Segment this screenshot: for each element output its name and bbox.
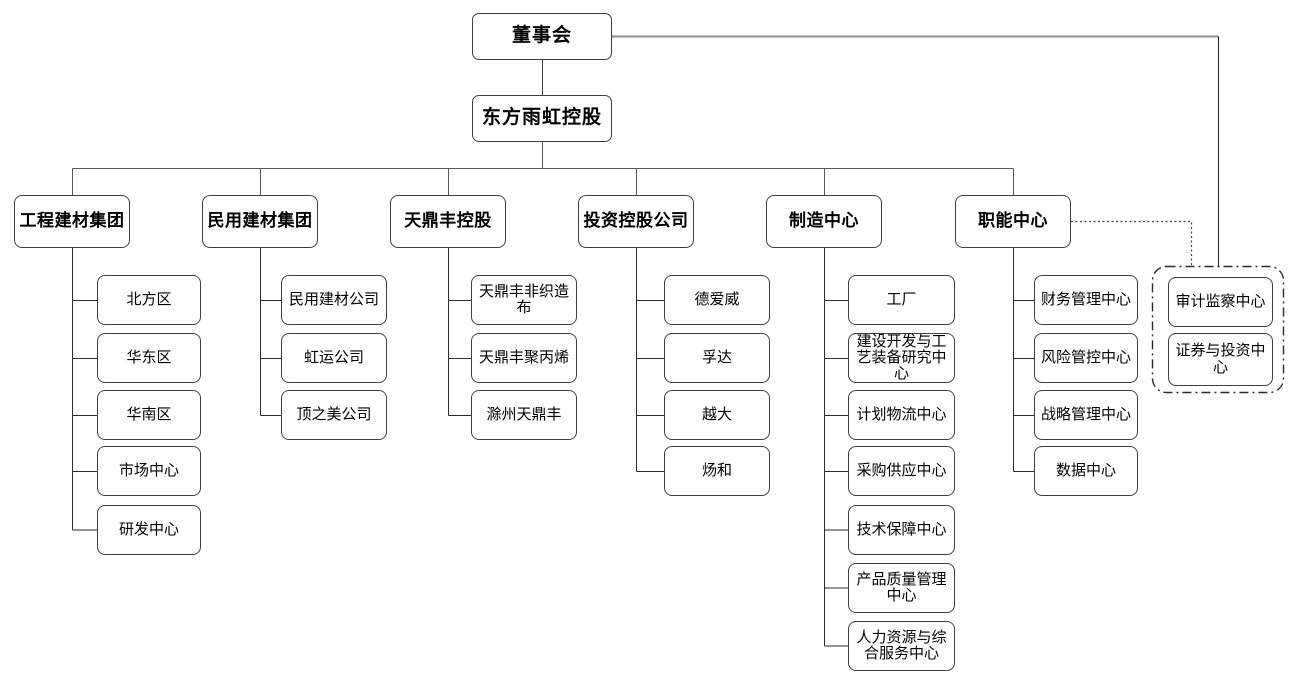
node-division-6-child-2: 风险管控中心 — [1034, 333, 1138, 383]
connector-functional-group-dotted — [1071, 220, 1193, 266]
connector-division-5-children — [824, 248, 848, 647]
node-division-1-child-1: 北方区 — [97, 275, 201, 325]
connector-division-3-children — [448, 248, 471, 416]
node-division-4-child-3: 越大 — [664, 390, 770, 440]
node-division-2-child-3: 顶之美公司 — [281, 390, 387, 440]
node-division-5: 制造中心 — [766, 195, 882, 248]
node-division-4: 投资控股公司 — [578, 195, 694, 248]
node-division-1-child-3: 华南区 — [97, 390, 201, 440]
node-division-6-child-3: 战略管理中心 — [1034, 390, 1138, 440]
node-division-2-child-1: 民用建材公司 — [281, 275, 387, 325]
node-division-6-child-4: 数据中心 — [1034, 446, 1138, 496]
node-division-5-child-4: 采购供应中心 — [848, 446, 955, 496]
node-division-5-child-6: 产品质量管理中心 — [848, 563, 955, 613]
node-division-6-child-1: 财务管理中心 — [1034, 275, 1138, 325]
node-division-4-child-2: 孚达 — [664, 333, 770, 383]
node-division-2-child-2: 虹运公司 — [281, 333, 387, 383]
connector-division-4-children — [636, 248, 664, 472]
connector-division-2-children — [260, 248, 281, 416]
node-division-4-child-1: 德爱威 — [664, 275, 770, 325]
node-division-4-child-4: 炀和 — [664, 446, 770, 496]
node-division-2: 民用建材集团 — [202, 195, 318, 248]
node-division-5-child-3: 计划物流中心 — [848, 390, 955, 440]
node-division-1-child-4: 市场中心 — [97, 446, 201, 496]
node-division-3-child-2: 天鼎丰聚丙烯 — [471, 333, 577, 383]
connector-holding-divisions — [72, 142, 1014, 195]
node-division-6: 职能中心 — [955, 195, 1071, 248]
node-division-1: 工程建材集团 — [14, 195, 130, 248]
node-division-5-child-2: 建设开发与工艺装备研究中心 — [848, 333, 955, 383]
connector-division-6-children — [1013, 248, 1034, 472]
node-division-5-child-5: 技术保障中心 — [848, 505, 955, 555]
node-division-1-child-5: 研发中心 — [97, 505, 201, 555]
node-division-3-child-3: 滁州天鼎丰 — [471, 390, 577, 440]
node-division-5-child-1: 工厂 — [848, 275, 955, 325]
node-board-group-child-1: 审计监察中心 — [1168, 277, 1273, 327]
connector-division-1-children — [72, 248, 97, 531]
node-division-1-child-2: 华东区 — [97, 333, 201, 383]
node-holding: 东方雨虹控股 — [472, 95, 612, 142]
node-board-group-child-2: 证券与投资中心 — [1168, 333, 1273, 386]
node-division-5-child-7: 人力资源与综合服务中心 — [848, 621, 955, 671]
node-division-3-child-1: 天鼎丰非织造布 — [471, 275, 577, 325]
board-group-frame — [1151, 265, 1285, 394]
node-division-3: 天鼎丰控股 — [390, 195, 506, 248]
node-board: 董事会 — [472, 13, 612, 60]
